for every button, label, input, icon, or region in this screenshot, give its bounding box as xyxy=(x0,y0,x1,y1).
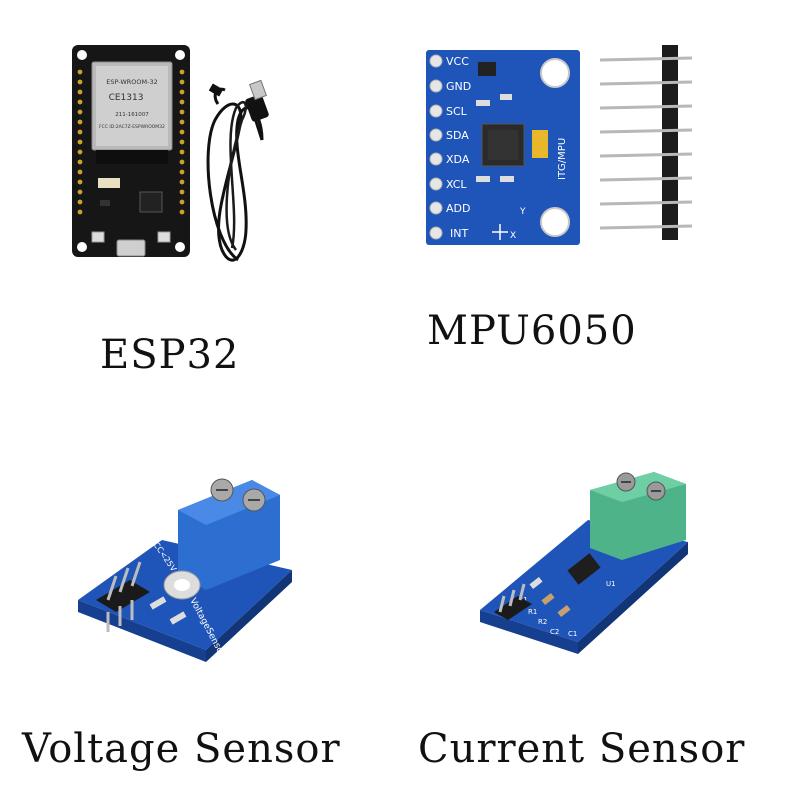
voltage-sensor-image: VCC<25V VoltageSensor xyxy=(78,478,292,662)
silk-u1: U1 xyxy=(606,580,616,588)
esp32-board-image: ESP-WROOM-32 CE1313 211-161007 FCC ID:2A… xyxy=(72,45,269,262)
silk-c2: C2 xyxy=(550,628,559,636)
module-text-3: 211-161007 xyxy=(115,112,149,118)
module-text-4: FCC ID:2AC7Z-ESPWROOM32 xyxy=(99,124,165,130)
module-text-2: CE1313 xyxy=(109,93,144,103)
voltage-sensor-label: Voltage Sensor xyxy=(22,726,341,772)
esp32-label: ESP32 xyxy=(100,332,240,378)
pin-int: INT xyxy=(450,227,468,240)
module-text-1: ESP-WROOM-32 xyxy=(106,78,158,86)
esp32-cell: ESP-WROOM-32 CE1313 211-161007 FCC ID:2A… xyxy=(0,0,400,400)
current-sensor-cell: D1 R1 R2 C2 C1 U1 GND Current Sensor xyxy=(400,400,800,800)
axis-y: Y xyxy=(519,207,526,217)
pin-sda: SDA xyxy=(446,129,469,142)
pin-vcc: VCC xyxy=(446,55,469,68)
pin-xcl: XCL xyxy=(446,178,467,191)
mpu6050-label: MPU6050 xyxy=(427,308,637,354)
pin-scl: SCL xyxy=(446,105,468,118)
axis-x: X xyxy=(510,231,516,241)
mpu-side-text: ITG/MPU xyxy=(557,138,568,180)
pin-gnd: GND xyxy=(446,80,471,93)
silk-c1: C1 xyxy=(568,630,577,638)
mpu6050-board-image: VCC GND SCL SDA XDA XCL ADD INT ITG/MPU … xyxy=(426,45,693,245)
silk-gnd: GND xyxy=(504,640,520,648)
silk-r2: R2 xyxy=(538,618,547,626)
pin-xda: XDA xyxy=(446,153,470,166)
current-sensor-label: Current Sensor xyxy=(418,726,746,772)
voltage-sensor-cell: VCC<25V VoltageSensor Voltage Sensor xyxy=(0,400,400,800)
silk-r1: R1 xyxy=(528,608,537,616)
current-sensor-image: D1 R1 R2 C2 C1 U1 GND xyxy=(480,472,688,654)
mpu6050-cell: VCC GND SCL SDA XDA XCL ADD INT ITG/MPU … xyxy=(400,0,800,400)
pin-add: ADD xyxy=(446,202,470,215)
